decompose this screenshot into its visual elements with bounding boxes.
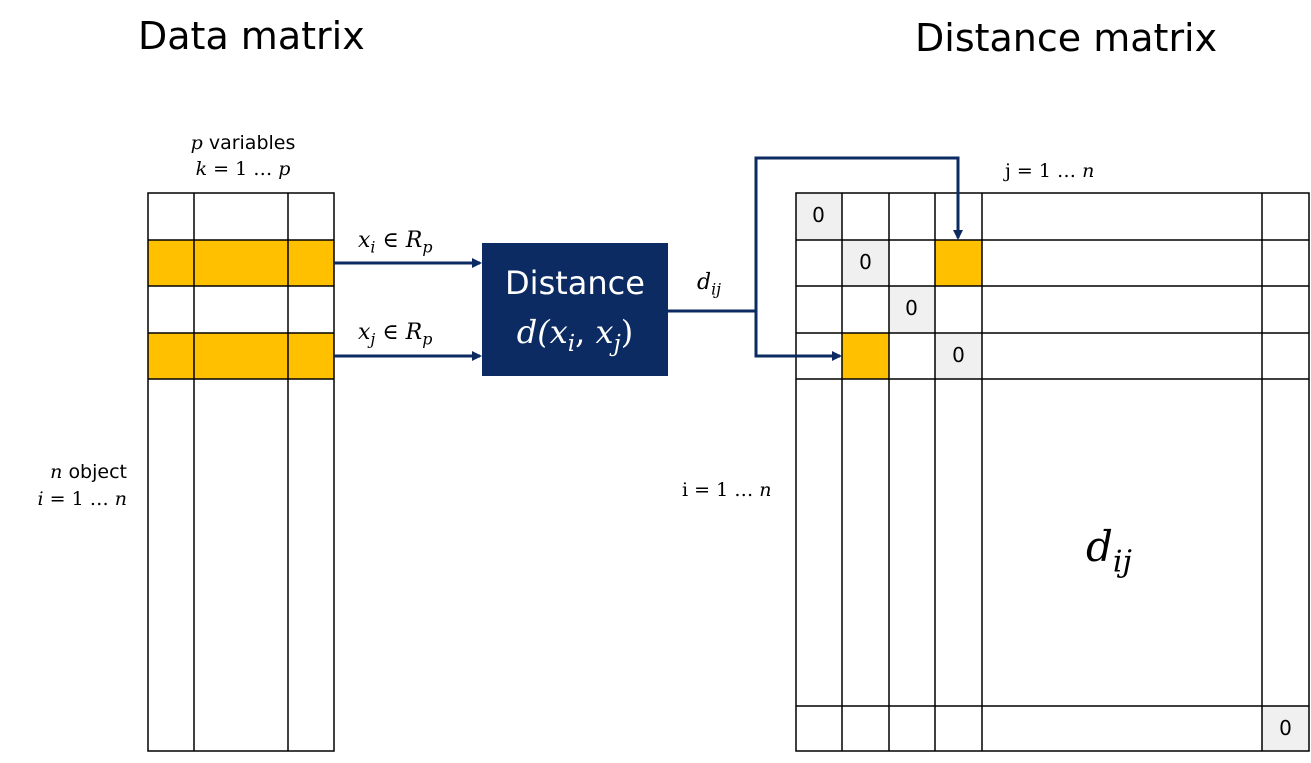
var-symbol: p (190, 132, 203, 154)
var-index-end: p (278, 158, 291, 180)
xj-base: x (358, 320, 371, 345)
member-symbol: ∈ (375, 228, 406, 253)
dij-cell-sub: ij (1112, 544, 1132, 580)
variables-index: k = 1 … p (168, 158, 318, 180)
i-index-label: i = 1 … n (682, 479, 772, 501)
var-word: variables (208, 132, 296, 154)
xi-sub: i (370, 237, 376, 257)
objects-index: i = 1 … n (0, 488, 127, 510)
j-label: j = 1 … (1005, 160, 1083, 182)
data-matrix (147, 192, 335, 752)
obj-index-lhs: i (37, 488, 44, 510)
xj-sub: j (370, 329, 376, 349)
distance-matrix-outline (795, 192, 1310, 752)
obj-index-end: n (114, 488, 127, 510)
dij-cell-base: d (1086, 522, 1113, 571)
diag-cell-bg (889, 286, 935, 333)
diag-cell-bg (842, 240, 889, 286)
space-sub: p (422, 329, 433, 349)
xi-label: xi ∈ Rp (358, 228, 432, 257)
row-xi-highlight (148, 240, 334, 286)
cell-dji-highlight (842, 333, 889, 379)
formula-x1: x (549, 313, 568, 351)
formula-sep: , (575, 313, 596, 351)
j-index-label: j = 1 … n (1005, 160, 1094, 182)
diag-cell-bg (935, 333, 982, 379)
xi-base: x (358, 228, 371, 253)
diagonal-zero: 0 (812, 203, 825, 227)
dij-cell-label: dij (1086, 522, 1132, 580)
i-end: n (759, 479, 772, 501)
dij-base: d (697, 270, 712, 295)
cell-dij-highlight (935, 240, 982, 286)
distance-matrix-title: Distance matrix (915, 16, 1218, 60)
variables-label: p variables (178, 132, 308, 154)
diag-cell-bg (796, 193, 842, 240)
j-end: n (1082, 160, 1095, 182)
member-symbol: ∈ (375, 320, 406, 345)
formula-x1-sub: i (567, 331, 576, 358)
formula-x2-sub: j (613, 331, 621, 358)
dij-output-label: dij (697, 270, 721, 299)
space-sub: p (422, 237, 433, 257)
row-xj-highlight (148, 333, 334, 379)
distance-box-formula: d(xi, xj) (482, 313, 668, 357)
arrow-to-dij (668, 156, 963, 313)
var-index-lhs: k (195, 158, 208, 180)
data-matrix-title: Data matrix (138, 14, 365, 58)
diagonal-zero: 0 (905, 296, 918, 320)
distance-box-title: Distance (505, 264, 645, 302)
objects-label: n object (0, 461, 127, 483)
space-base: R (405, 320, 423, 345)
distance-box (482, 243, 668, 376)
i-label: i = 1 … (682, 479, 760, 501)
space-base: R (405, 228, 423, 253)
distance-matrix (795, 192, 1310, 752)
obj-word: object (68, 461, 127, 483)
var-index-rhs: = 1 … (213, 158, 279, 180)
diag-cell-bg (1262, 706, 1309, 751)
obj-index-rhs: = 1 … (49, 488, 115, 510)
dij-sub: ij (711, 279, 722, 299)
formula-x2: x (595, 313, 614, 351)
arrow-to-dji (754, 311, 842, 361)
formula-open: d( (516, 313, 550, 351)
obj-symbol: n (50, 461, 63, 483)
diagonal-zero: 0 (952, 343, 965, 367)
diagonal-zero: 0 (1279, 716, 1292, 740)
diagonal-zero: 0 (859, 250, 872, 274)
data-matrix-outline (147, 192, 335, 752)
formula-close: ) (620, 313, 634, 351)
xj-label: xj ∈ Rp (358, 320, 432, 349)
